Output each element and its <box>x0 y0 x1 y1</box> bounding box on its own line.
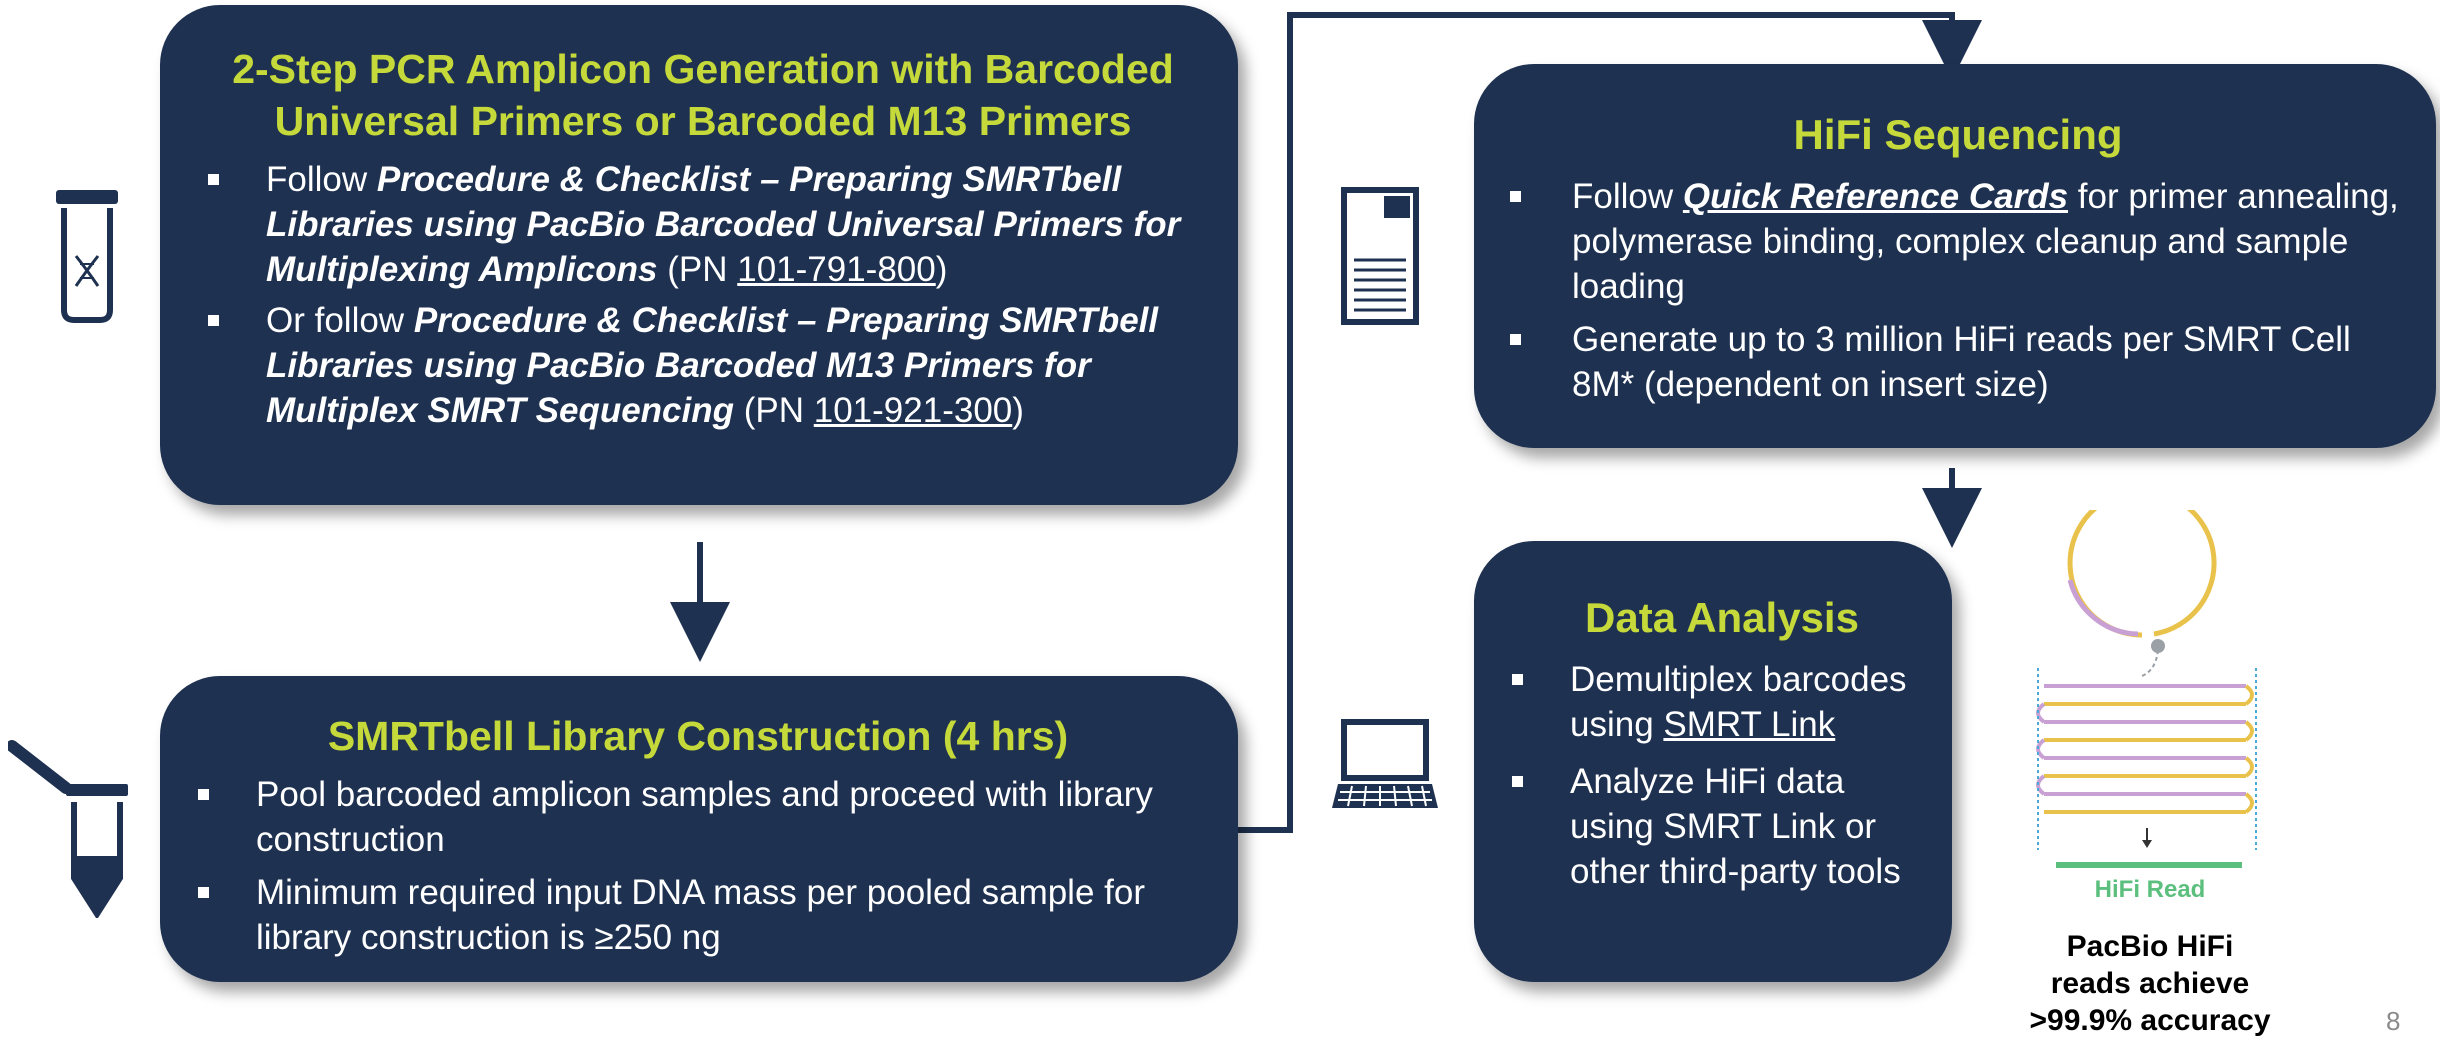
read-fold <box>2244 792 2254 814</box>
quick-reference-cards-link[interactable]: Quick Reference Cards <box>1682 177 2069 216</box>
bullet-text: Follow <box>266 160 377 199</box>
laptop-icon <box>1330 718 1440 819</box>
analysis-bullet-list: Demultiplex barcodes using SMRT Link Ana… <box>1512 657 1932 894</box>
analysis-bullet-demux: Demultiplex barcodes using SMRT Link <box>1512 657 1932 747</box>
accuracy-caption: PacBio HiFi reads achieve >99.9% accurac… <box>1980 928 2320 1039</box>
caption-line-2: reads achieve <box>2050 967 2250 1000</box>
caption-line-3: >99.9% accuracy <box>2029 1004 2271 1037</box>
sequencing-bullet-reads: Generate up to 3 million HiFi reads per … <box>1510 317 2406 407</box>
pcr-bullet-list: Follow Procedure & Checklist – Preparing… <box>208 157 1198 433</box>
procedure-title-universal: Procedure & Checklist – Preparing SMRTbe… <box>266 160 1181 289</box>
data-analysis-box: Data Analysis Demultiplex barcodes using… <box>1474 541 1952 982</box>
library-bullet-list: Pool barcoded amplicon samples and proce… <box>198 772 1198 960</box>
pcr-amplicon-box: 2-Step PCR Amplicon Generation with Barc… <box>160 5 1238 505</box>
bullet-text: Demultiplex barcodes using <box>1570 660 1907 744</box>
caption-line-1: PacBio HiFi <box>2066 930 2234 963</box>
hifi-read-label: HiFi Read <box>2094 876 2206 903</box>
bullet-text: for primer annealing, polymerase binding… <box>1572 177 2399 306</box>
pn-link-101-791-800[interactable]: 101-791-800 <box>737 250 936 289</box>
procedure-title-m13: Procedure & Checklist – Preparing SMRTbe… <box>266 301 1159 430</box>
library-bullet-input-mass: Minimum required input DNA mass per pool… <box>198 870 1198 960</box>
bullet-text: (PN <box>734 391 814 430</box>
title-line-2: Universal Primers or Barcoded M13 Primer… <box>274 98 1132 144</box>
pcr-bullet-m13: Or follow Procedure & Checklist – Prepar… <box>208 298 1198 433</box>
bullet-text: Or follow <box>266 301 414 340</box>
title-line-1: 2-Step PCR Amplicon Generation with Barc… <box>232 46 1174 92</box>
read-fold <box>2244 684 2254 706</box>
pcr-amplicon-title: 2-Step PCR Amplicon Generation with Barc… <box>208 43 1198 147</box>
library-construction-box: SMRTbell Library Construction (4 hrs) Po… <box>160 676 1238 982</box>
pcr-bullet-universal: Follow Procedure & Checklist – Preparing… <box>208 157 1198 292</box>
analysis-bullet-tools: Analyze HiFi data using SMRT Link or oth… <box>1512 759 1932 894</box>
library-bullet-pool: Pool barcoded amplicon samples and proce… <box>198 772 1198 862</box>
hifi-sequencing-title: HiFi Sequencing <box>1793 111 2123 158</box>
smrt-link-link[interactable]: SMRT Link <box>1663 705 1836 744</box>
library-construction-title: SMRTbell Library Construction (4 hrs) <box>327 713 1069 759</box>
sequencing-bullet-list: Follow Quick Reference Cards for primer … <box>1510 174 2406 407</box>
hifi-sequencing-box: HiFi Sequencing Follow Quick Reference C… <box>1474 64 2436 448</box>
hifi-read-illustration <box>2036 510 2257 850</box>
bullet-text: Follow <box>1572 177 1683 216</box>
data-analysis-title: Data Analysis <box>1585 594 1859 641</box>
read-fold <box>2244 720 2254 742</box>
document-icon <box>1340 186 1420 331</box>
pn-link-101-921-300[interactable]: 101-921-300 <box>813 391 1013 430</box>
bullet-text: (PN <box>657 250 738 289</box>
dna-tube-icon <box>52 186 122 331</box>
page-number: 8 <box>2386 1006 2401 1036</box>
sequencing-bullet-qrc: Follow Quick Reference Cards for primer … <box>1510 174 2406 309</box>
bullet-text: ) <box>935 250 948 289</box>
hifi-read-bar <box>2056 862 2242 868</box>
read-fold <box>2244 756 2254 778</box>
bullet-text: ) <box>1012 391 1024 430</box>
pipette-tube-icon <box>6 738 128 923</box>
